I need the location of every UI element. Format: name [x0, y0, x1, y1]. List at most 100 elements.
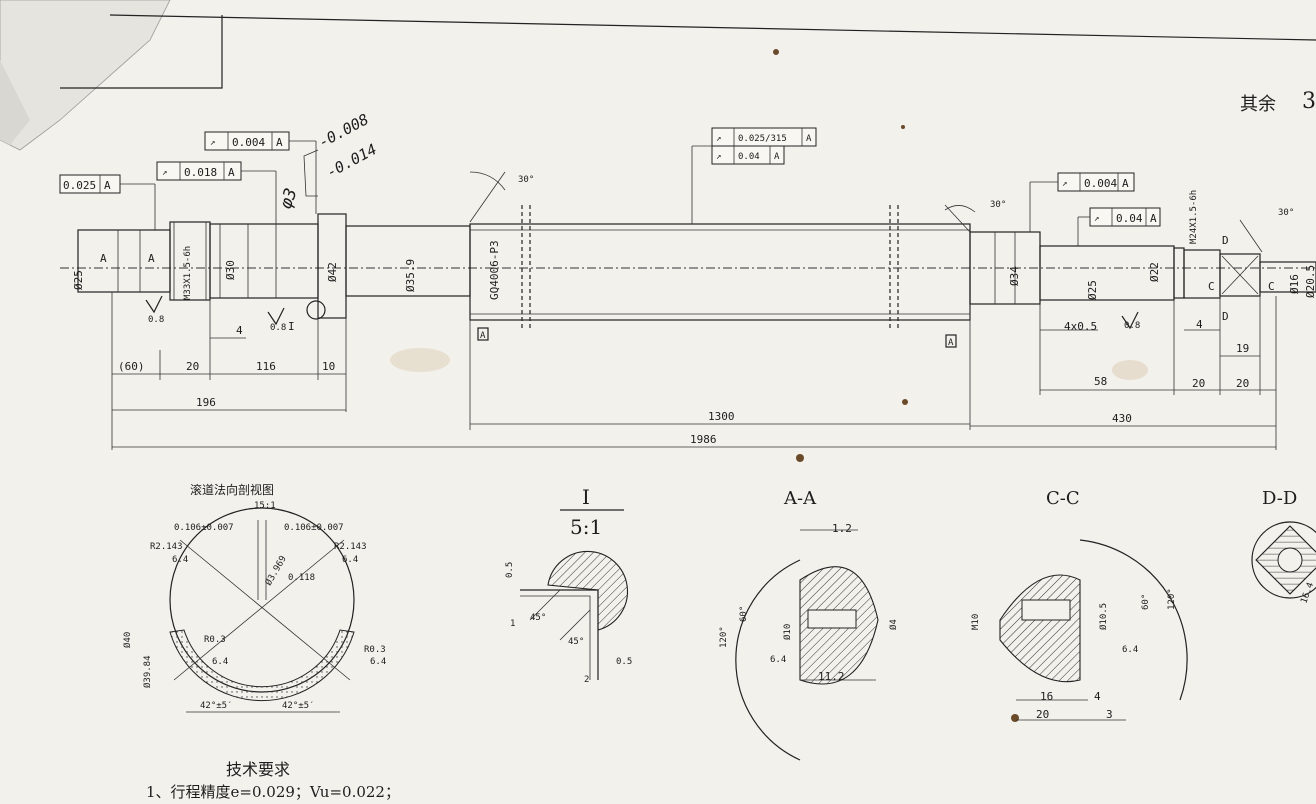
- svg-text:1986: 1986: [690, 433, 717, 446]
- svg-text:0.04: 0.04: [738, 152, 760, 162]
- tech-req-title: 技术要求: [226, 760, 290, 779]
- svg-text:4: 4: [236, 324, 243, 337]
- handwritten-tolerance: -0.008 -0.014 φ3: [276, 110, 380, 212]
- svg-text:A: A: [104, 179, 111, 192]
- svg-text:R0.3: R0.3: [204, 635, 226, 645]
- tolerance-frame-3: ↗ 0.004 A: [204, 131, 317, 214]
- svg-text:Ø10.5: Ø10.5: [1098, 603, 1109, 630]
- svg-text:Ø3.969: Ø3.969: [263, 554, 289, 588]
- svg-text:R2.143: R2.143: [150, 542, 183, 552]
- svg-text:6.4: 6.4: [1122, 645, 1138, 655]
- technical-requirements: 技术要求 1、行程精度e=0.029；Vu=0.022；: [146, 760, 400, 801]
- svg-text:0.025: 0.025: [63, 179, 96, 192]
- svg-text:120°: 120°: [1167, 588, 1177, 610]
- journal-left: [77, 229, 171, 293]
- svg-text:20: 20: [1192, 377, 1205, 390]
- svg-text:0.8: 0.8: [148, 315, 164, 325]
- svg-text:60°: 60°: [1141, 594, 1151, 610]
- dia-42: Ø42: [326, 262, 339, 282]
- dia-30: Ø30: [224, 260, 237, 280]
- datum-A-2: A: [148, 252, 155, 265]
- runout-icon: ↗: [162, 168, 167, 178]
- svg-text:0.004: 0.004: [232, 136, 265, 149]
- svg-text:A: A: [1150, 212, 1157, 225]
- datum-A-body-left: A: [480, 331, 486, 341]
- svg-text:A: A: [806, 134, 812, 144]
- svg-text:A: A: [774, 152, 780, 162]
- svg-text:11.2: 11.2: [818, 670, 845, 683]
- svg-text:120°: 120°: [719, 626, 729, 648]
- section-CC: C-C M10 Ø10.5 60° 120° 16 4 20 3 6.4: [971, 488, 1188, 721]
- datum-D-bottom: D: [1222, 310, 1229, 323]
- svg-text:Ø10: Ø10: [782, 624, 793, 640]
- svg-text:16.4: 16.4: [1299, 581, 1316, 605]
- svg-text:A: A: [1122, 177, 1129, 190]
- svg-text:0.106±0.007: 0.106±0.007: [284, 523, 344, 533]
- svg-text:60°: 60°: [739, 606, 749, 622]
- svg-text:20: 20: [1036, 708, 1049, 721]
- svg-text:0.04: 0.04: [1116, 212, 1143, 225]
- svg-text:42°±5′: 42°±5′: [200, 701, 233, 711]
- svg-text:6.4: 6.4: [370, 657, 386, 667]
- detail-I-scale: 5:1: [570, 515, 602, 539]
- runout-icon: ↗: [1062, 179, 1067, 189]
- svg-text:0.8: 0.8: [270, 323, 286, 333]
- tolerance-frame-6: ↗ 0.04 A: [1077, 207, 1161, 246]
- runout-icon: ↗: [210, 138, 215, 148]
- dia-22: Ø22: [1148, 262, 1161, 282]
- runout-icon: ↗: [716, 134, 721, 144]
- section-AA: A-A 1.2 11.2 120° 60° Ø10 Ø4 6.4: [719, 488, 899, 761]
- datum-C-2: C: [1268, 280, 1275, 293]
- tolerance-frame-5: ↗ 0.004 A: [1029, 172, 1135, 232]
- svg-text:M10: M10: [971, 614, 981, 630]
- detail-I-title: I: [582, 485, 590, 509]
- svg-text:45°: 45°: [530, 613, 546, 623]
- tolerance-frame-1: 0.025 A: [59, 174, 156, 230]
- svg-text:R2.143: R2.143: [334, 542, 367, 552]
- svg-text:42°±5′: 42°±5′: [282, 701, 315, 711]
- dia-25-right: Ø25: [1086, 280, 1099, 300]
- svg-text:Ø4: Ø4: [888, 619, 899, 630]
- angle-30-2: 30°: [990, 200, 1006, 210]
- svg-text:A: A: [228, 166, 235, 179]
- dia-m24: M24X1.5-6h: [1189, 190, 1199, 244]
- svg-text:2: 2: [584, 675, 589, 685]
- detail-groove-section: 滚道法向剖视图 15:1 0.106±0.007 0.106±0.007 R2.…: [122, 482, 386, 713]
- svg-text:430: 430: [1112, 412, 1132, 425]
- angle-30-1: 30°: [518, 175, 534, 185]
- detail-I-ref: I: [288, 320, 295, 333]
- svg-text:116: 116: [256, 360, 276, 373]
- section-DD: D-D 16.4: [1251, 488, 1316, 605]
- paper-artifacts: [0, 0, 1316, 722]
- svg-text:Ø40: Ø40: [122, 632, 133, 648]
- dia-25-left: Ø25: [72, 270, 85, 290]
- detail-I: I 5:1 0.5 45° 45° 0.5 2 1: [505, 485, 632, 685]
- svg-text:16: 16: [1040, 690, 1053, 703]
- datum-C-1: C: [1208, 280, 1215, 293]
- svg-text:R0.3: R0.3: [364, 645, 386, 655]
- main-shaft-view: Ø25 M33X1.5-6h Ø30 Ø42 Ø35.9 GQ4006-P3 Ø…: [59, 110, 1316, 450]
- svg-text:196: 196: [196, 396, 216, 409]
- tolerance-frame-2: ↗ 0.018 A: [156, 161, 277, 224]
- svg-text:0.018: 0.018: [184, 166, 217, 179]
- section-AA-title: A-A: [783, 488, 817, 509]
- roughness-symbol-2: [267, 307, 285, 326]
- svg-text:1.2: 1.2: [832, 522, 852, 535]
- datum-A-left: A: [100, 252, 107, 265]
- svg-text:6.4: 6.4: [212, 657, 228, 667]
- dia-34: Ø34: [1008, 266, 1021, 286]
- dia-35-9: Ø35.9: [404, 259, 417, 292]
- svg-text:6.4: 6.4: [172, 555, 188, 565]
- svg-text:20: 20: [1236, 377, 1249, 390]
- remainder-note: 其余: [1240, 94, 1276, 115]
- datum-D-top: D: [1222, 234, 1229, 247]
- svg-text:0.025/315: 0.025/315: [738, 134, 787, 144]
- svg-text:10: 10: [322, 360, 335, 373]
- svg-text:(60): (60): [118, 360, 145, 373]
- svg-text:0.5: 0.5: [616, 657, 632, 667]
- svg-text:4x0.5: 4x0.5: [1064, 320, 1097, 333]
- svg-text:4: 4: [1094, 690, 1101, 703]
- svg-text:58: 58: [1094, 375, 1107, 388]
